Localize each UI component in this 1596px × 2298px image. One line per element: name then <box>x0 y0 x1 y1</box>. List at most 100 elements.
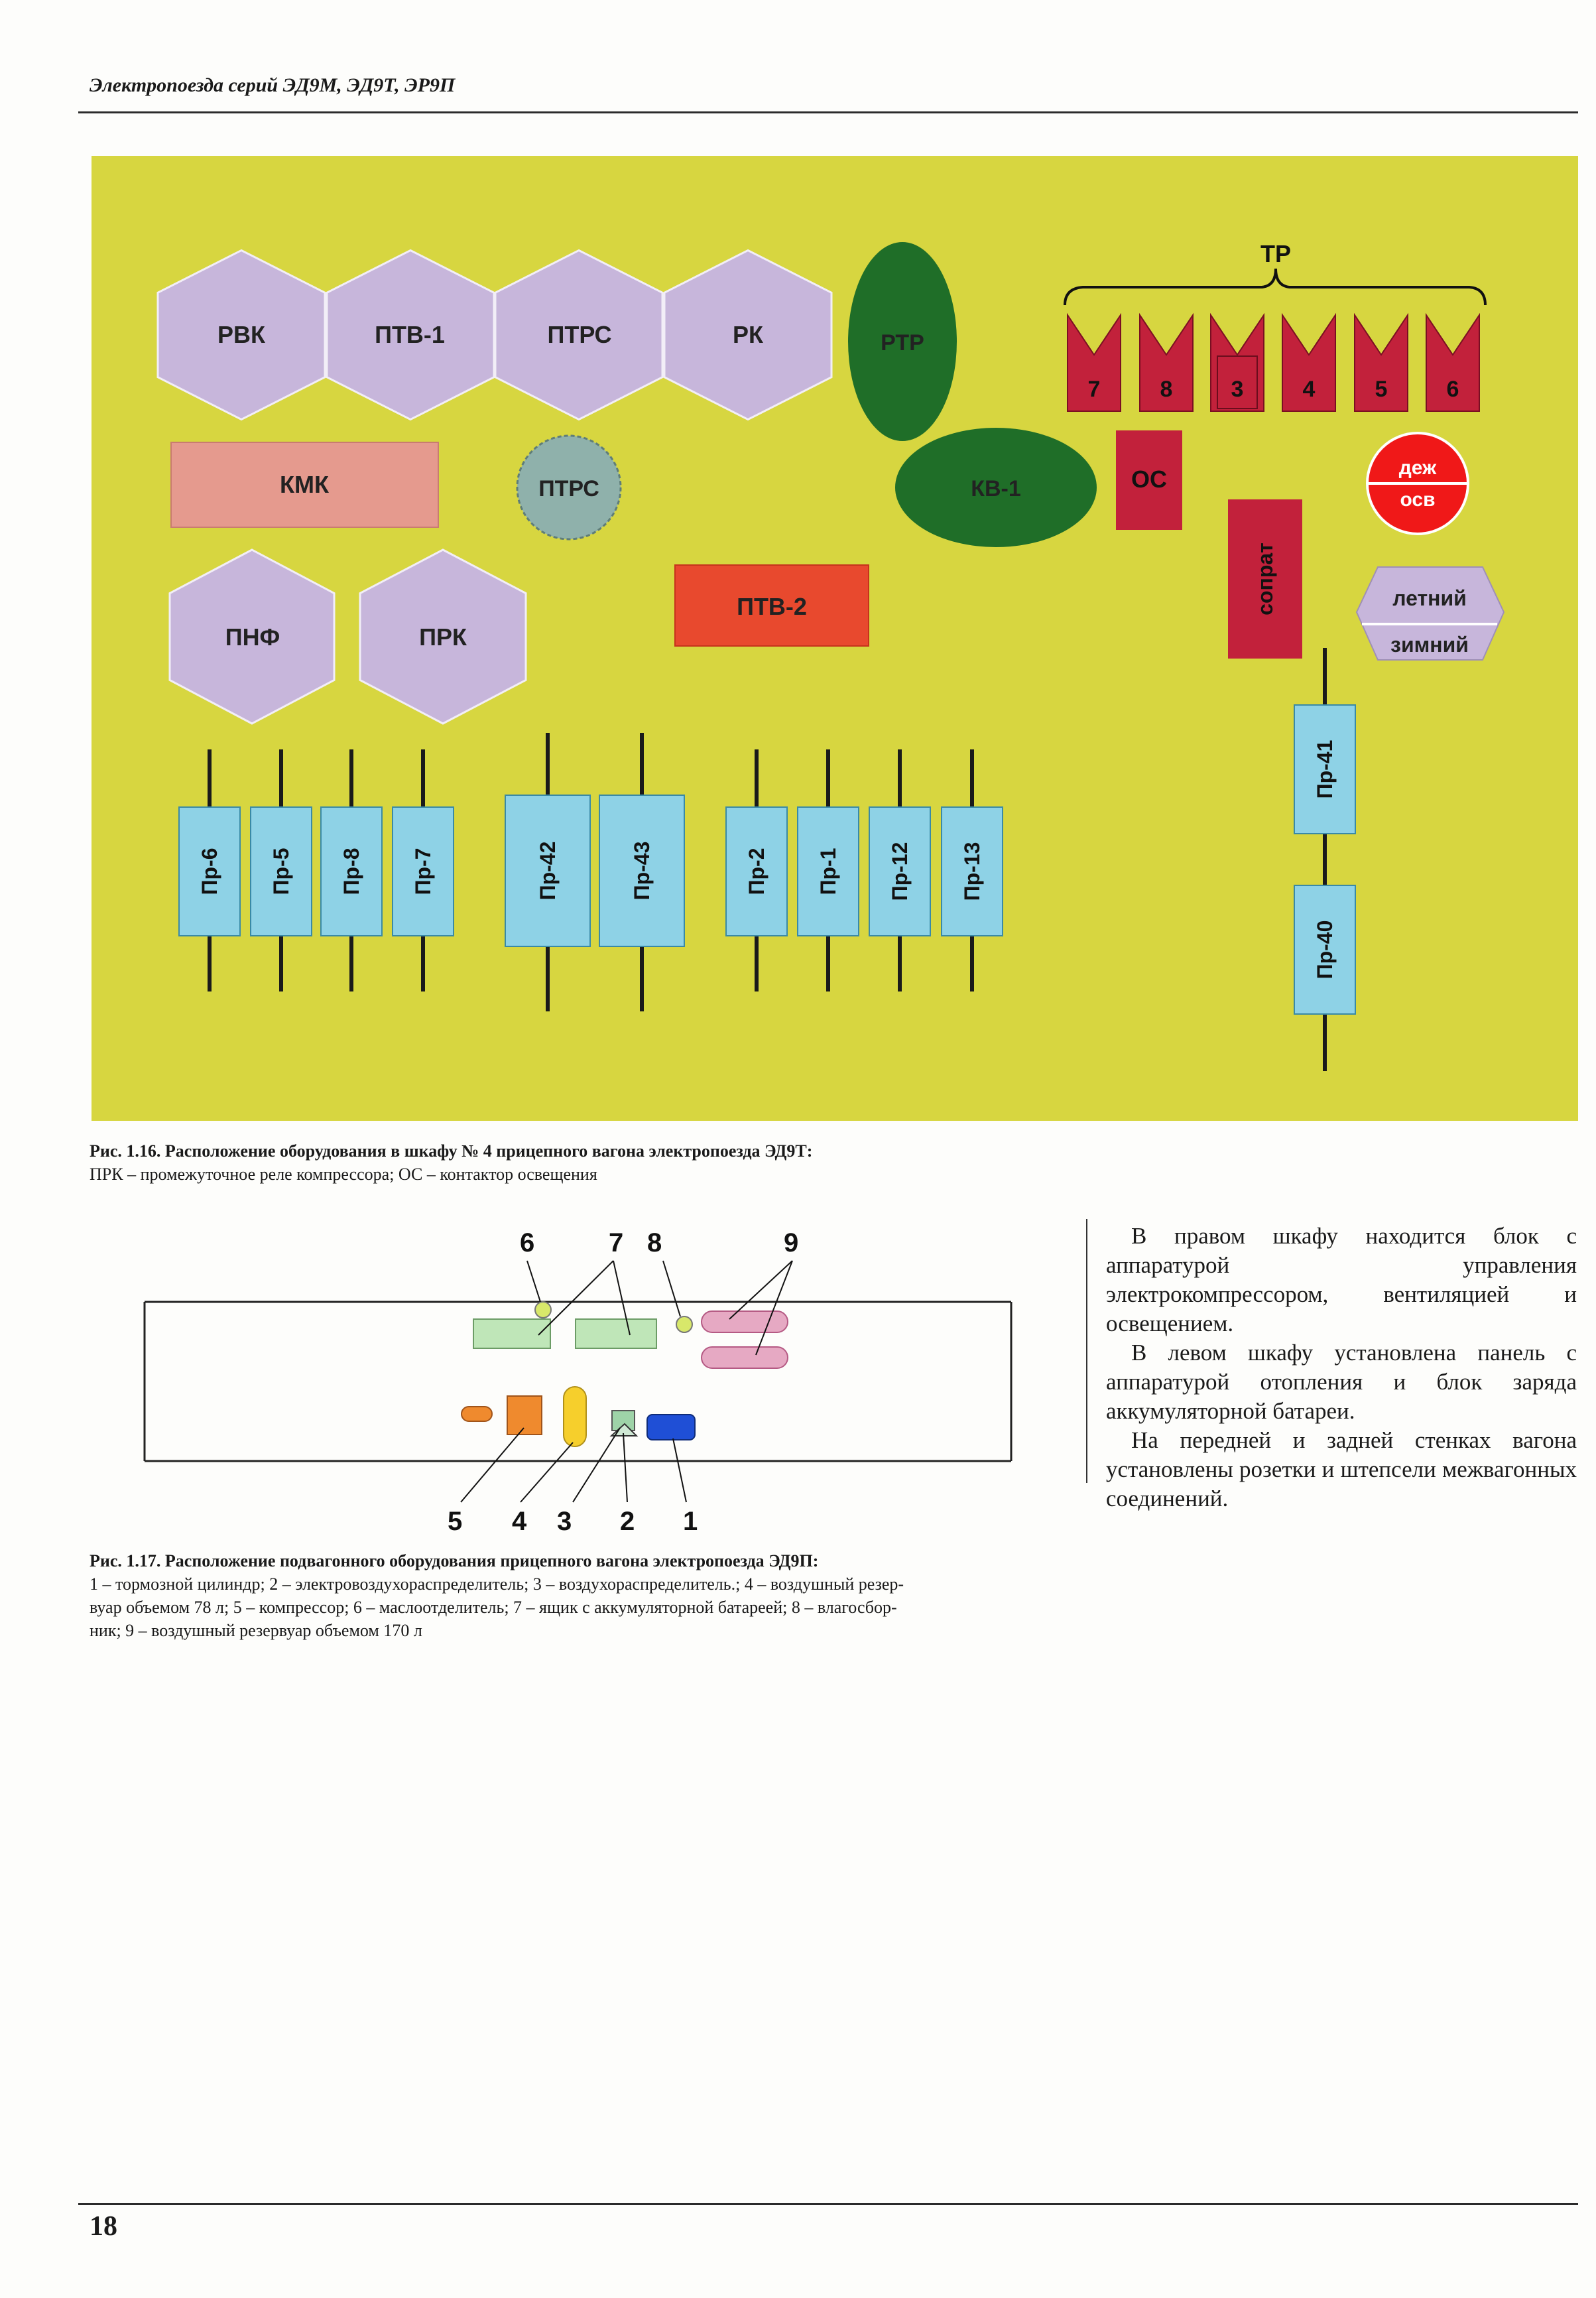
fuse-label: Пр-7 <box>411 848 435 895</box>
hex-rvk-shape <box>156 249 326 421</box>
fuse-body <box>725 806 788 936</box>
num-9: 9 <box>784 1228 798 1257</box>
fuse-Пр-12: Пр-12 <box>869 749 931 991</box>
figure-1-17-diagram: 6 7 8 9 5 4 3 2 1 <box>143 1228 1013 1535</box>
kv1-label: КВ-1 <box>971 476 1021 501</box>
hex-ptrs-shape <box>494 249 664 421</box>
num-3: 3 <box>557 1507 572 1535</box>
fuse-Пр-2: Пр-2 <box>725 749 788 991</box>
num-6: 6 <box>520 1228 534 1257</box>
ptv2-block <box>674 564 869 647</box>
fuse-label: Пр-42 <box>536 842 560 901</box>
ptrs-circle <box>516 434 622 541</box>
figure-1-17-caption: Рис. 1.17. Расположение подвагонного обо… <box>90 1549 1084 1642</box>
reservoir-170-1 <box>701 1310 788 1333</box>
soprat-label: сопрат <box>1253 543 1277 615</box>
ptrs-circle-label: ПТРС <box>538 476 599 501</box>
kmk-block <box>170 442 439 528</box>
body-paragraph-2: В левом шкафу установлена панель с аппар… <box>1106 1340 1577 1424</box>
reservoir-78 <box>563 1386 587 1447</box>
tr-relay-body <box>1139 312 1194 412</box>
leader-7b <box>613 1260 631 1336</box>
num-8: 8 <box>647 1228 662 1257</box>
fuse-body <box>869 806 931 936</box>
fuse-label: Пр-43 <box>630 842 654 901</box>
tr-relay-8: 8 <box>1139 312 1194 412</box>
fuse-body <box>1294 885 1356 1015</box>
leader-8 <box>662 1260 681 1317</box>
fuse-Пр-13: Пр-13 <box>941 749 1003 991</box>
tr-relay-4: 4 <box>1282 312 1336 412</box>
hexagon-layer <box>156 249 833 725</box>
tr-relay-number: 6 <box>1447 377 1459 402</box>
num-5: 5 <box>448 1507 462 1535</box>
fuse-body <box>178 806 241 936</box>
leader-9a <box>729 1260 793 1320</box>
prk-label: ПРК <box>419 623 467 651</box>
compressor-body <box>507 1395 542 1435</box>
num-2: 2 <box>620 1507 635 1535</box>
tr-relay-number: 3 <box>1231 377 1244 402</box>
column-rule <box>1086 1219 1087 1483</box>
figure-1-17-caption-line-3: ник; 9 – воздушный резервуар объемом 170… <box>90 1621 422 1640</box>
fuse-label: Пр-5 <box>269 848 293 895</box>
osv-label: осв <box>1400 489 1435 511</box>
fuse-Пр-8: Пр-8 <box>320 749 383 991</box>
figure-1-16-caption-text: ПРК – промежуточное реле компрессора; ОС… <box>90 1165 597 1184</box>
compressor-pipe <box>461 1406 493 1422</box>
tr-relay-number: 8 <box>1160 377 1173 402</box>
tr-relays-layer: 7 8 3 4 5 6 <box>1067 312 1480 412</box>
fuse-label: Пр-8 <box>339 848 363 895</box>
fuse-Пр-41: Пр-41 <box>1294 648 1356 842</box>
hex-pnf-shape <box>168 548 336 725</box>
tr-relay-number: 4 <box>1303 377 1316 402</box>
fuse-body <box>505 795 591 947</box>
tr-relay-7: 7 <box>1067 312 1121 412</box>
num-1: 1 <box>683 1507 698 1535</box>
os-block <box>1116 430 1182 530</box>
leader-9b <box>755 1260 793 1356</box>
hex-rk-shape <box>663 249 833 421</box>
fuse-Пр-6: Пр-6 <box>178 749 241 991</box>
fuse-Пр-40: Пр-40 <box>1294 842 1356 1071</box>
leader-6 <box>526 1260 541 1303</box>
num-4: 4 <box>512 1507 527 1535</box>
leader-3 <box>572 1427 621 1503</box>
tr-relay-window <box>1217 355 1258 409</box>
fuse-label: Пр-12 <box>888 842 912 901</box>
fuse-label: Пр-1 <box>816 848 840 895</box>
fuse-body <box>1294 704 1356 834</box>
fuse-Пр-1: Пр-1 <box>797 749 859 991</box>
figure-1-17-caption-title: Рис. 1.17. Расположение подвагонного обо… <box>90 1551 819 1570</box>
tr-relay-body <box>1354 312 1408 412</box>
battery-box-1 <box>473 1318 551 1349</box>
leader-2 <box>623 1433 628 1503</box>
kmk-label: КМК <box>280 471 330 498</box>
body-paragraph-3: На передней и задней стенках вагона уста… <box>1106 1427 1577 1511</box>
dezh-label: деж <box>1399 457 1437 479</box>
leader-5 <box>460 1427 524 1503</box>
num-7: 7 <box>609 1228 623 1257</box>
hex-rk-label: РК <box>733 321 764 348</box>
letniy-zimniy-hexagon <box>1355 566 1505 661</box>
fuse-label: Пр-13 <box>960 842 984 901</box>
page-number: 18 <box>90 2211 117 2242</box>
hex-ptrs-label: ПТРС <box>548 321 612 348</box>
running-title: Электропоезда серий ЭД9М, ЭД9Т, ЭР9П <box>90 74 456 96</box>
tr-relay-number: 5 <box>1375 377 1388 402</box>
fuse-label: Пр-40 <box>1313 921 1337 980</box>
fuse-label: Пр-41 <box>1313 740 1337 799</box>
fuse-body <box>599 795 685 947</box>
tr-relay-5: 5 <box>1354 312 1408 412</box>
tr-relay-body <box>1282 312 1336 412</box>
tr-relay-body <box>1067 312 1121 412</box>
kv1-ellipse <box>895 428 1097 547</box>
hex-prk-shape <box>359 548 527 725</box>
hex-rvk-label: РВК <box>217 321 266 348</box>
hex-ptv1-label: ПТВ-1 <box>375 321 445 348</box>
moisture-collector <box>676 1316 693 1333</box>
fuse-body <box>797 806 859 936</box>
body-paragraph-1: В правом шкафу находится блок с аппарату… <box>1106 1223 1577 1336</box>
leader-1 <box>672 1438 687 1503</box>
fuse-label: Пр-6 <box>198 848 221 895</box>
